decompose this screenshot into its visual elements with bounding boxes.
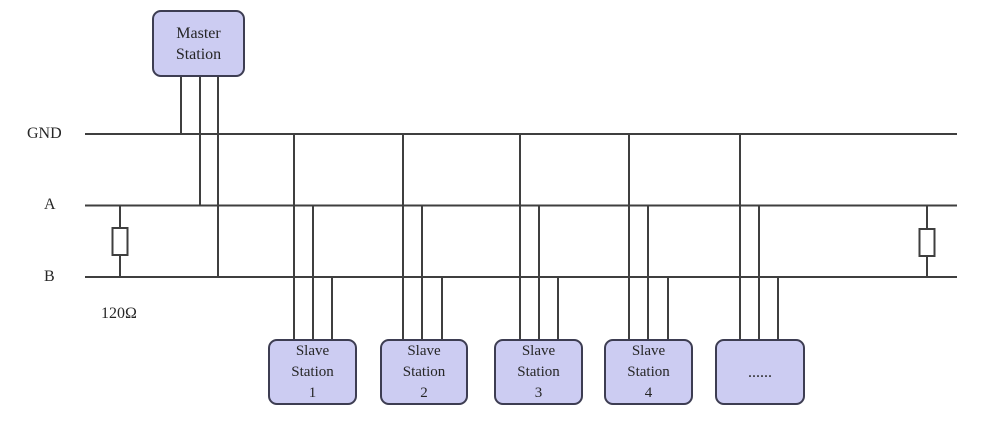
left-terminator-resistor bbox=[111, 205, 129, 277]
slave-station-2-label-line3: 2 bbox=[420, 384, 428, 401]
slave-station-1-drops bbox=[293, 134, 333, 340]
slave-station-3-drops bbox=[519, 134, 559, 340]
master-station-label-line1: Master bbox=[176, 24, 221, 42]
master-station-box: Master Station bbox=[152, 10, 245, 77]
slave-station-4-drops bbox=[628, 134, 669, 340]
terminator-value-label: 120Ω bbox=[101, 305, 137, 322]
slave-station-3-label-line3: 3 bbox=[534, 384, 543, 401]
ellipsis-station-drops bbox=[739, 134, 779, 340]
b-bus-label: B bbox=[44, 268, 55, 285]
slave-station-4-label-line2: Station bbox=[627, 363, 670, 380]
gnd-bus-label: GND bbox=[27, 125, 62, 142]
ellipsis-station-label: ...... bbox=[748, 363, 772, 381]
slave-station-4-box: Slave Station 4 bbox=[604, 339, 693, 405]
slave-station-2-label-line2: Station bbox=[402, 363, 446, 380]
slave-station-1-label-line3: 1 bbox=[308, 384, 317, 401]
slave-station-3-label-line2: Station bbox=[517, 363, 560, 380]
slave-station-4-label-line1: Slave bbox=[631, 342, 666, 359]
slave-station-1-label-line1: Slave bbox=[295, 342, 330, 359]
slave-station-2-box: Slave Station 2 bbox=[380, 339, 468, 405]
a-bus-label: A bbox=[44, 196, 56, 213]
slave-station-2-label-line1: Slave bbox=[407, 342, 441, 359]
master-station-label-line2: Station bbox=[175, 45, 222, 63]
slave-station-1-box: Slave Station 1 bbox=[268, 339, 357, 405]
slave-station-2-drops bbox=[402, 134, 443, 340]
slave-station-3-label-line1: Slave bbox=[521, 342, 556, 359]
right-terminator-resistor bbox=[918, 205, 936, 277]
ellipsis-station-box: ...... bbox=[715, 339, 805, 405]
slave-station-4-label-line3: 4 bbox=[644, 384, 653, 401]
slave-station-1-label-line2: Station bbox=[291, 363, 334, 380]
master-station-drops bbox=[180, 77, 219, 277]
slave-station-3-box: Slave Station 3 bbox=[494, 339, 583, 405]
